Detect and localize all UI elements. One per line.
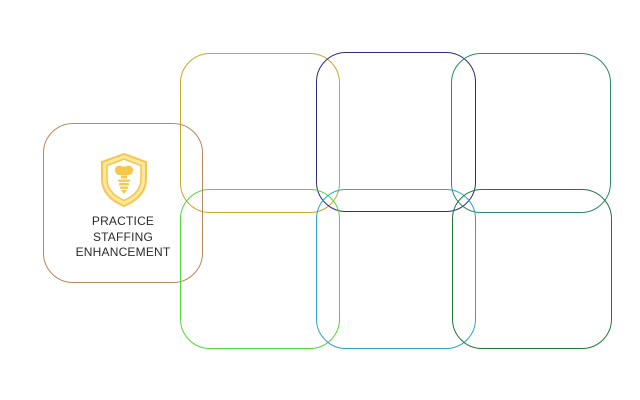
main-topic-box: PRACTICE STAFFING ENHANCEMENT (43, 123, 203, 283)
title-line-2: STAFFING (92, 229, 154, 244)
title-line-3: ENHANCEMENT (75, 245, 171, 259)
title-line-1: PRACTICE (91, 214, 155, 228)
outline-box-bottom-2 (316, 189, 476, 349)
outline-box-top-2 (316, 52, 476, 212)
outline-box-top-3 (451, 53, 611, 213)
outline-box-bottom-3 (452, 189, 612, 349)
dental-implant-shield-icon (101, 153, 147, 207)
main-topic-title: PRACTICE STAFFING ENHANCEMENT (44, 214, 202, 261)
